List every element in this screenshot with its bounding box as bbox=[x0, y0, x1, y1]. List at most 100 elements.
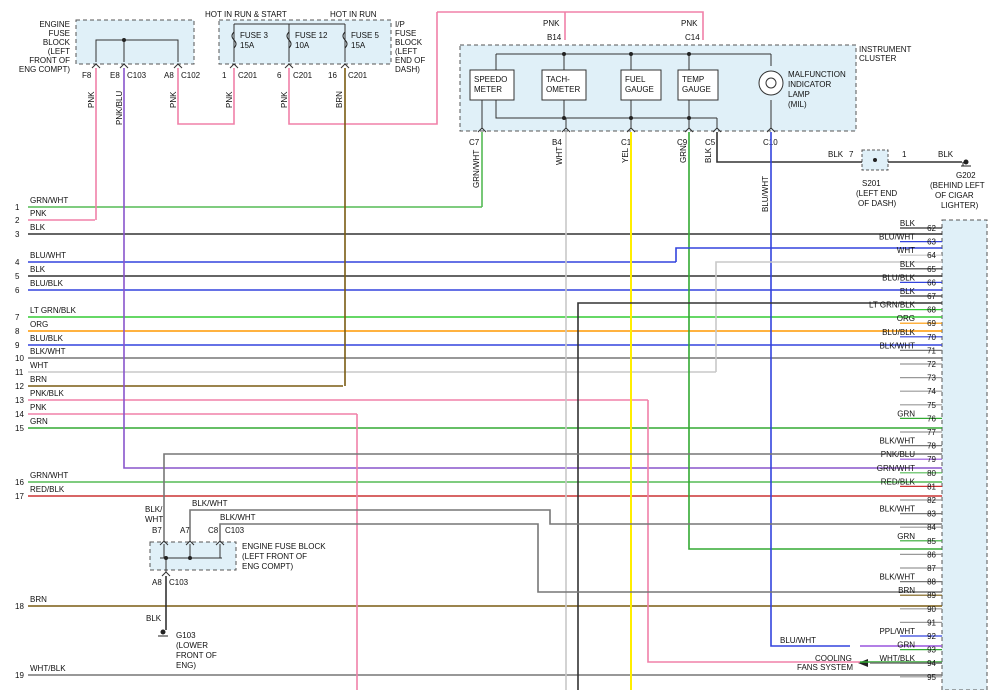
ip-title-3: (LEFT bbox=[395, 47, 417, 56]
right-pin-num-86: 86 bbox=[927, 550, 936, 559]
fuel-gauge-box bbox=[620, 69, 662, 101]
fuse-3-amps: 15A bbox=[240, 41, 255, 50]
right-pin-num-74: 74 bbox=[927, 387, 936, 396]
gauge-2-line2: GAUGE bbox=[625, 85, 654, 94]
left-wire-label-2: PNK bbox=[30, 209, 47, 218]
ip-header-right: HOT IN RUN bbox=[330, 10, 377, 19]
fuse-3-name: FUSE 3 bbox=[240, 31, 269, 40]
left-wire-label-14: PNK bbox=[30, 403, 47, 412]
vlabel-f8: PNK bbox=[87, 91, 96, 108]
fuse-12-amps: 10A bbox=[295, 41, 310, 50]
splice-name-2: OF DASH) bbox=[858, 199, 897, 208]
lfb-pin-c8: C8 bbox=[208, 526, 219, 535]
splice-name-0: S201 bbox=[862, 179, 881, 188]
right-pin-label-76: GRN bbox=[897, 409, 915, 418]
fuse-12-conn: C201 bbox=[293, 71, 313, 80]
right-pin-label-83: BLK/WHT bbox=[879, 505, 915, 514]
lfb-wire-b7-1: WHT bbox=[145, 515, 163, 524]
engine-fuse-block-top bbox=[75, 19, 195, 65]
gauge-3-line1: TEMP bbox=[682, 75, 704, 84]
ip-header-left: HOT IN RUN & START bbox=[205, 10, 287, 19]
left-wire-label-18: BRN bbox=[30, 595, 47, 604]
left-wire-label-19: WHT/BLK bbox=[30, 664, 66, 673]
vlabel-c7: GRN/WHT bbox=[472, 150, 481, 188]
ip-title-1: FUSE bbox=[395, 29, 416, 38]
vlabel-c5: BLK bbox=[704, 147, 713, 163]
right-pin-label-64: WHT bbox=[897, 246, 915, 255]
row11-to-64 bbox=[715, 261, 942, 372]
right-pin-num-77: 77 bbox=[927, 428, 936, 437]
gauge-0-line1: SPEEDO bbox=[474, 75, 507, 84]
gauge-0-line2: METER bbox=[474, 85, 502, 94]
left-wire-num-14: 14 bbox=[15, 410, 24, 419]
right-pin-num-72: 72 bbox=[927, 360, 936, 369]
engine-fuse-block-top-title: ENGINE FUSE BLOCK (LEFT FRONT OF ENG COM… bbox=[19, 20, 71, 74]
top-pnk-right: PNK bbox=[681, 19, 698, 28]
right-pin-num-65: 65 bbox=[927, 265, 936, 274]
cluster-pin-c7: C7 bbox=[469, 138, 480, 147]
cluster-title-0: INSTRUMENT bbox=[859, 45, 912, 54]
ip-fuse-block bbox=[218, 19, 392, 65]
lfb-pin-a7: A7 bbox=[180, 526, 190, 535]
right-pin-num-69: 69 bbox=[927, 319, 936, 328]
right-pin-num-93: 93 bbox=[927, 646, 936, 655]
top-connector-arcs bbox=[91, 63, 350, 69]
right-pin-num-90: 90 bbox=[927, 605, 936, 614]
fuse-5-amps: 15A bbox=[351, 41, 366, 50]
left-wire-label-9: BLU/BLK bbox=[30, 334, 64, 343]
right-pin-num-75: 75 bbox=[927, 401, 936, 410]
left-wire-num-15: 15 bbox=[15, 424, 24, 433]
right-pin-num-63: 63 bbox=[927, 238, 936, 247]
gauge-boxes bbox=[469, 69, 719, 101]
a7-blk-wht bbox=[189, 509, 942, 541]
cluster-pin-c9: C9 bbox=[677, 138, 688, 147]
row13-pnk-blk bbox=[647, 400, 860, 663]
efb-internal-bus bbox=[95, 39, 179, 62]
left-wire-label-3: BLK bbox=[30, 223, 46, 232]
right-pin-num-80: 80 bbox=[927, 469, 936, 478]
right-pin-num-87: 87 bbox=[927, 564, 936, 573]
lfb-conn-c8: C103 bbox=[225, 526, 245, 535]
right-pin-label-81: RED/BLK bbox=[881, 477, 916, 486]
cluster-title-1: CLUSTER bbox=[859, 54, 897, 63]
left-wire-num-8: 8 bbox=[15, 327, 20, 336]
right-pin-num-95: 95 bbox=[927, 673, 936, 682]
fuse-12-pin: 6 bbox=[277, 71, 282, 80]
lfb-wire-c8: BLK/WHT bbox=[220, 513, 256, 522]
right-pin-label-92: PPL/WHT bbox=[879, 627, 915, 636]
mil-lamp-icon bbox=[758, 70, 784, 96]
vlabel-fuse12: PNK bbox=[280, 91, 289, 108]
vertical-wire-labels: PNK PNK/BLU PNK PNK PNK BRN GRN/WHT WHT … bbox=[87, 91, 770, 212]
right-pin-num-66: 66 bbox=[927, 278, 936, 287]
c14-pin: C14 bbox=[685, 33, 700, 42]
efb-pin-a8: A8 bbox=[164, 71, 174, 80]
vlabel-fuse5: BRN bbox=[335, 91, 344, 108]
right-pin-num-92: 92 bbox=[927, 632, 936, 641]
splice-pin-right: 1 bbox=[902, 150, 907, 159]
left-wire-num-11: 11 bbox=[15, 368, 24, 377]
b7-blk-wht bbox=[163, 453, 942, 541]
left-wire-label-1: GRN/WHT bbox=[30, 196, 68, 205]
efb-conn-e8: C103 bbox=[127, 71, 147, 80]
left-wire-num-7: 7 bbox=[15, 313, 20, 322]
ground-g202-0: G202 bbox=[956, 171, 976, 180]
row4-to-63 bbox=[675, 247, 942, 262]
cluster-pin-c1: C1 bbox=[621, 138, 632, 147]
right-pin-label-66: BLU/BLK bbox=[882, 273, 916, 282]
right-pin-num-82: 82 bbox=[927, 496, 936, 505]
left-wire-label-16: GRN/WHT bbox=[30, 471, 68, 480]
left-wire-label-12: BRN bbox=[30, 375, 47, 384]
right-pin-num-94: 94 bbox=[927, 659, 936, 668]
cooling-label-1: FANS SYSTEM bbox=[797, 663, 853, 672]
right-pin-label-69: ORG bbox=[897, 314, 915, 323]
top-pnk-left: PNK bbox=[543, 19, 560, 28]
cluster-pin-c5: C5 bbox=[705, 138, 716, 147]
c10-blu-wht bbox=[770, 132, 850, 647]
left-wire-num-1: 1 bbox=[15, 203, 20, 212]
right-pin-num-89: 89 bbox=[927, 591, 936, 600]
vlabel-c9: GRN bbox=[679, 145, 688, 163]
right-pin-label-80: GRN/WHT bbox=[877, 464, 915, 473]
efb-title-5: ENG COMPT) bbox=[19, 65, 70, 74]
ground-g202-icon bbox=[961, 159, 971, 167]
vlabel-fuse3: PNK bbox=[225, 91, 234, 108]
